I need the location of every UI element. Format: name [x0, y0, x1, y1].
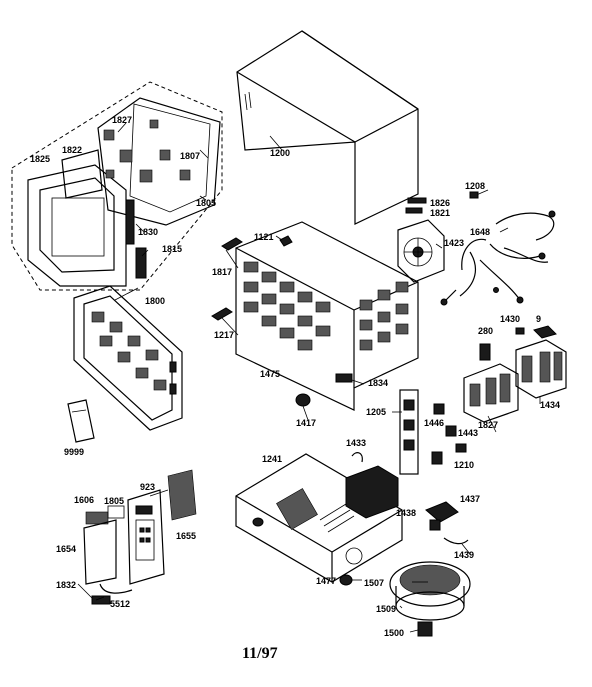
fan-motor — [397, 189, 489, 283]
label-1822: 1822 — [62, 145, 82, 155]
label-1807: 1807 — [180, 151, 200, 161]
label-1805-panel: 1805 — [104, 496, 124, 506]
label-1200: 1200 — [270, 148, 290, 158]
label-9999: 9999 — [64, 447, 84, 457]
label-1475: 1475 — [260, 369, 280, 379]
label-1439: 1439 — [454, 550, 474, 560]
outer-door — [73, 285, 183, 431]
label-1825: 1825 — [30, 154, 50, 164]
label-1438: 1438 — [396, 508, 416, 518]
part-labels: 1200 1208 1826 1821 1423 1648 1827 1807 … — [30, 115, 560, 662]
label-1210: 1210 — [454, 460, 474, 470]
label-1423: 1423 — [444, 238, 464, 248]
page-footer-date: 11/97 — [242, 645, 278, 662]
label-1434: 1434 — [540, 400, 560, 410]
label-1241: 1241 — [262, 454, 282, 464]
label-1830: 1830 — [138, 227, 158, 237]
label-5512: 5512 — [110, 599, 130, 609]
control-panel — [83, 469, 197, 605]
label-1827-bracket: 1827 — [478, 420, 498, 430]
label-1433: 1433 — [346, 438, 366, 448]
owner-manual — [67, 399, 95, 443]
label-1507: 1507 — [364, 578, 384, 588]
label-1217: 1217 — [214, 330, 234, 340]
label-1208: 1208 — [465, 181, 485, 191]
outer-cabinet — [236, 30, 419, 225]
label-1500: 1500 — [384, 628, 404, 638]
label-1477: 1477 — [316, 576, 336, 586]
label-1205: 1205 — [366, 407, 386, 417]
label-1509: 1509 — [376, 604, 396, 614]
label-1805-door: 1805 — [196, 198, 216, 208]
label-280: 280 — [478, 326, 493, 336]
label-1832: 1832 — [56, 580, 76, 590]
label-1817: 1817 — [212, 267, 232, 277]
label-1417: 1417 — [296, 418, 316, 428]
label-9: 9 — [536, 314, 541, 324]
label-1648: 1648 — [470, 227, 490, 237]
stirrer-assembly — [389, 561, 471, 637]
label-1827-door: 1827 — [112, 115, 132, 125]
label-923: 923 — [140, 482, 155, 492]
wire-harness — [440, 210, 556, 306]
label-1826: 1826 — [430, 198, 450, 208]
label-1654: 1654 — [56, 544, 76, 554]
label-1815: 1815 — [162, 244, 182, 254]
label-1655: 1655 — [176, 531, 196, 541]
label-1821: 1821 — [430, 208, 450, 218]
base-plate — [235, 452, 469, 586]
label-1606: 1606 — [74, 495, 94, 505]
door-assembly-group — [11, 81, 223, 291]
hv-components — [399, 325, 567, 475]
oven-cavity — [211, 221, 419, 411]
label-1443: 1443 — [458, 428, 478, 438]
label-1437: 1437 — [460, 494, 480, 504]
label-1121: 1121 — [254, 232, 274, 242]
label-1430: 1430 — [500, 314, 520, 324]
label-1800: 1800 — [145, 296, 165, 306]
label-1446: 1446 — [424, 418, 444, 428]
leader-lines — [77, 122, 541, 633]
label-1834: 1834 — [368, 378, 388, 388]
